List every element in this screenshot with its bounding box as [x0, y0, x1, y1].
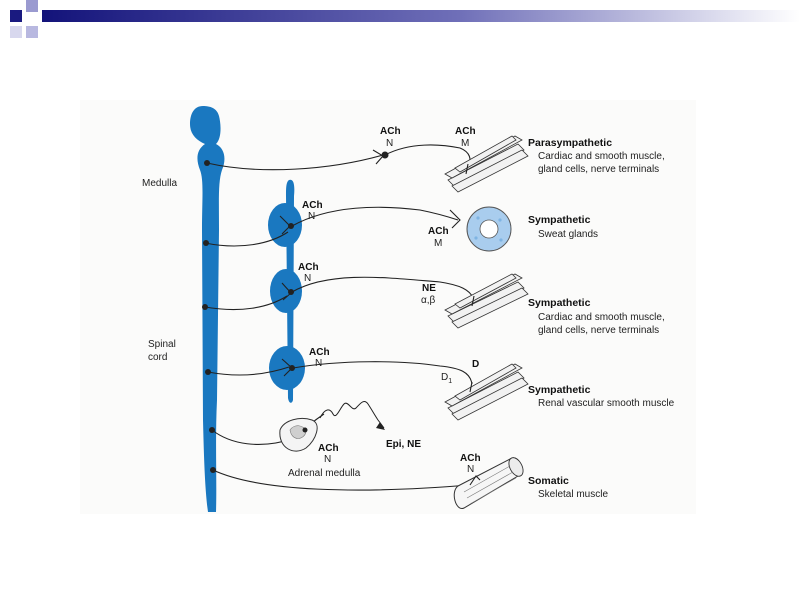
somatic-transmitter: ACh [460, 453, 481, 464]
header-square-light-top [26, 0, 38, 12]
somatic-title: Somatic [528, 475, 569, 487]
spinal-label: Spinal [148, 339, 176, 350]
renal-effector-transmitter: D [472, 359, 479, 370]
ganglion-2 [270, 269, 302, 313]
postganglionic-fibers [291, 206, 474, 439]
sweat-effector-receptor: M [434, 238, 442, 249]
cardiac-line2: gland cells, nerve terminals [538, 325, 659, 336]
cord-label: cord [148, 352, 167, 363]
para-title: Parasympathetic [528, 137, 612, 149]
skeletal-muscle [453, 457, 524, 509]
sweat-line1: Sweat glands [538, 229, 598, 240]
cardiac-title: Sympathetic [528, 297, 591, 309]
renal-title: Sympathetic [528, 384, 591, 396]
renal-effector-receptor: D1 [441, 372, 452, 385]
para-line2: gland cells, nerve terminals [538, 164, 659, 175]
hormone-squiggle [319, 401, 385, 429]
cardiac-ganglion-receptor: N [304, 273, 311, 284]
cardiac-line1: Cardiac and smooth muscle, [538, 312, 665, 323]
ganglion-synapses [279, 215, 295, 377]
sweat-gland [466, 206, 512, 252]
para-line1: Cardiac and smooth muscle, [538, 151, 665, 162]
header-square-dark [10, 10, 22, 22]
smooth-muscle-parasympathetic [444, 135, 529, 193]
renal-line1: Renal vascular smooth muscle [538, 398, 675, 409]
cardiac-ganglion-transmitter: ACh [298, 262, 319, 273]
adrenal-label: Adrenal medulla [288, 468, 361, 479]
figure-background [80, 100, 696, 514]
header-square-light-mid [26, 26, 38, 38]
somatic-line1: Skeletal muscle [538, 489, 608, 500]
cardiac-effector-transmitter: NE [422, 283, 436, 294]
renal-ganglion-receptor: N [315, 358, 322, 369]
renal-ganglion-transmitter: ACh [309, 347, 330, 358]
para-pre-transmitter: ACh [380, 126, 401, 137]
ganglion-1 [268, 203, 302, 247]
somatic-receptor: N [467, 464, 474, 475]
para-effector-receptor: M [461, 138, 469, 149]
adrenal-output: Epi, NE [386, 439, 421, 450]
header-gradient-bar [42, 10, 800, 22]
smooth-muscle-renal [444, 363, 529, 421]
header-square-light-left [10, 26, 22, 38]
sweat-title: Sympathetic [528, 214, 591, 226]
preganglionic-fibers [202, 154, 471, 491]
sweat-ganglion-transmitter: ACh [302, 200, 323, 211]
sweat-ganglion-receptor: N [308, 211, 315, 222]
medulla-label: Medulla [142, 178, 177, 189]
para-pre-receptor: N [386, 138, 393, 149]
adrenal-receptor: N [324, 454, 331, 465]
sweat-effector-transmitter: ACh [428, 226, 449, 237]
adrenal-medulla [279, 401, 385, 452]
adrenal-transmitter: ACh [318, 443, 339, 454]
para-effector-transmitter: ACh [455, 126, 476, 137]
smooth-muscle-cardiac [444, 273, 529, 329]
sympathetic-chain [268, 179, 305, 403]
slide-header-bar [10, 0, 800, 38]
cardiac-effector-receptor: α,β [421, 295, 436, 306]
